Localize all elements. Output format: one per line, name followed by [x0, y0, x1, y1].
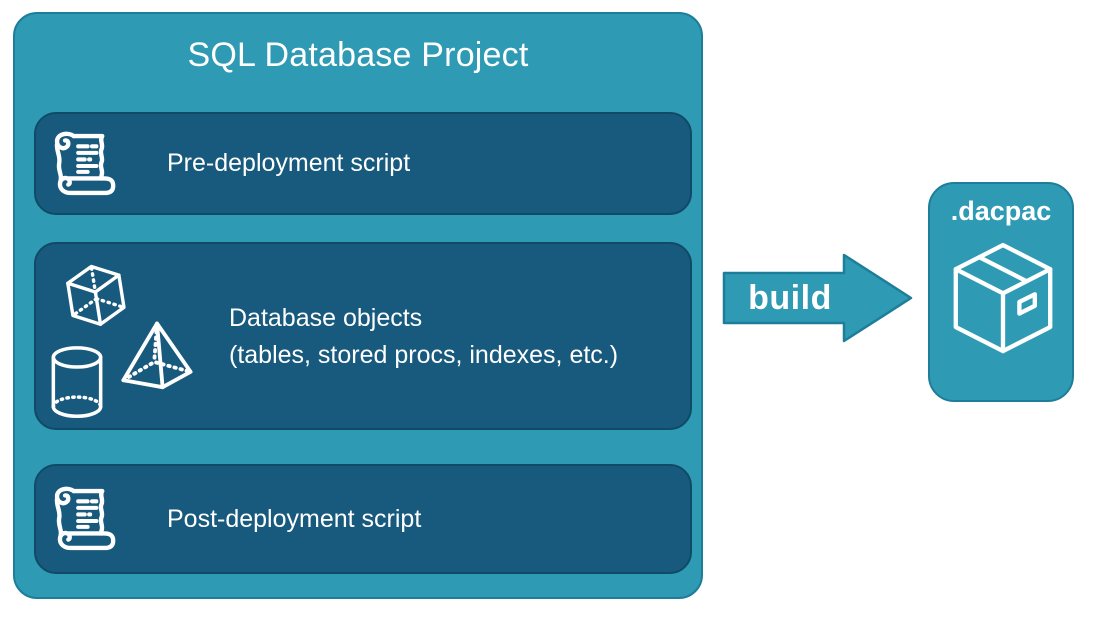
dacpac-label: .dacpac — [950, 196, 1052, 226]
build-arrow-label: build — [748, 278, 832, 317]
build-arrow — [722, 252, 914, 344]
database-objects-label: Database objects (tables, stored procs, … — [229, 300, 618, 374]
scroll-icon — [49, 126, 119, 206]
post-deployment-label: Post-deployment script — [167, 504, 422, 533]
sql-database-project-container: SQL Database Project — [13, 12, 703, 599]
project-title: SQL Database Project — [187, 36, 529, 74]
database-objects-box: Database objects (tables, stored procs, … — [34, 242, 692, 430]
cylinder-icon — [45, 344, 109, 422]
package-icon — [950, 238, 1056, 364]
pre-deployment-box: Pre-deployment script — [34, 112, 692, 215]
pre-deployment-label: Pre-deployment script — [167, 149, 411, 177]
dacpac-box: .dacpac — [928, 182, 1074, 402]
pyramid-icon — [116, 320, 198, 390]
database-objects-line1: Database objects — [229, 304, 423, 332]
scroll-icon — [49, 481, 119, 561]
database-objects-line2: (tables, stored procs, indexes, etc.) — [229, 341, 619, 369]
cube-icon — [62, 260, 130, 332]
post-deployment-box: Post-deployment script — [34, 464, 692, 574]
